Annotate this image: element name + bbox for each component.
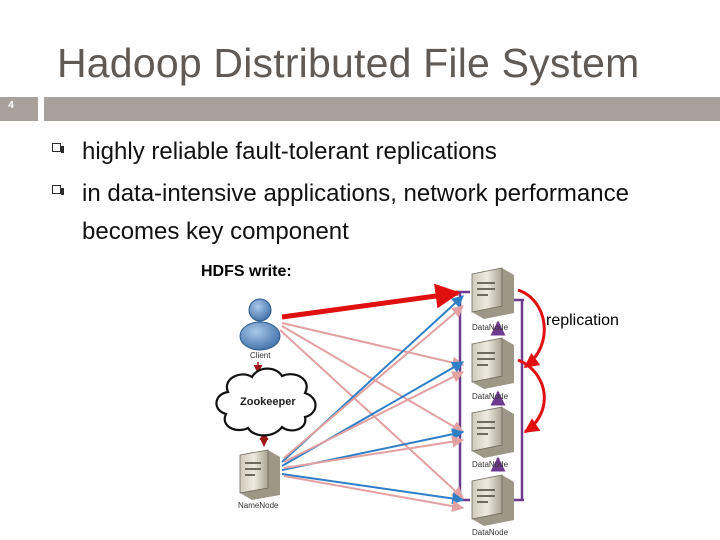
- datanode-label: DataNode: [472, 528, 509, 537]
- datanode-server-icon: [471, 406, 514, 458]
- replication-label: replication: [546, 312, 619, 329]
- replication-arrows: [517, 288, 546, 434]
- slide-title: Hadoop Distributed File System: [57, 40, 640, 86]
- zookeeper-cloud-icon: [215, 367, 317, 437]
- namenode-label: NameNode: [238, 501, 279, 510]
- hdfs-write-label: HDFS write:: [201, 263, 292, 280]
- namenode-server-icon: [239, 449, 280, 500]
- square-bullet-icon: [52, 143, 64, 153]
- datanode-label: DataNode: [472, 323, 509, 332]
- square-bullet-icon: [52, 185, 64, 195]
- client-user-icon: [239, 298, 281, 351]
- bullet-item: in data-intensive applications, network …: [52, 175, 692, 251]
- bullet-text: highly reliable fault-tolerant replicati…: [82, 138, 497, 165]
- slide-number: 4: [8, 100, 14, 111]
- bullet-list: highly reliable fault-tolerant replicati…: [52, 133, 692, 255]
- datanode-server-icon: [471, 267, 514, 319]
- zookeeper-label: Zookeeper: [240, 396, 296, 408]
- datanode-label: DataNode: [472, 392, 509, 401]
- bullet-item: highly reliable fault-tolerant replicati…: [52, 133, 692, 171]
- hdfs-write-arrow: [281, 283, 461, 320]
- datanode-server-icon: [471, 474, 514, 526]
- client-label: Client: [250, 351, 271, 360]
- datanode-label: DataNode: [472, 460, 509, 469]
- title-rule: [44, 97, 720, 121]
- bullet-text: in data-intensive applications, network …: [82, 180, 629, 245]
- datanode-server-icon: [471, 337, 514, 389]
- namenode-heartbeat-arrows: [283, 305, 465, 513]
- slide-number-bar: 4: [0, 97, 38, 121]
